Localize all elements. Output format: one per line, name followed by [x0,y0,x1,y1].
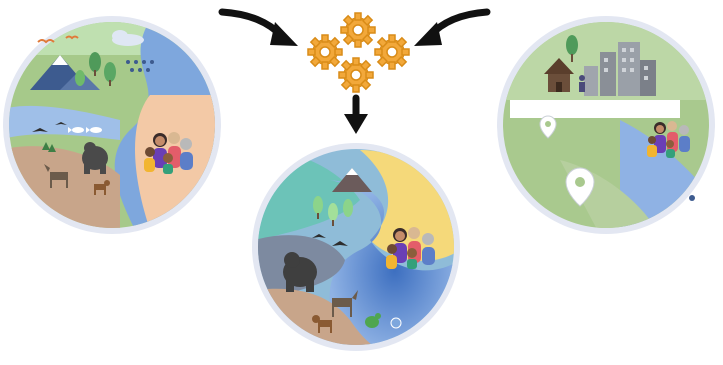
down-arrow-icon [344,94,368,134]
people-group-icon [647,121,690,158]
house-icon [544,58,574,92]
gear-icon [340,12,376,48]
fish-icon [68,127,102,133]
left-ecosystem-circle [3,16,221,234]
person-icon [579,75,585,92]
gorilla-icon [283,252,317,292]
people-group-icon [386,227,435,269]
goat-icon [44,164,68,188]
tree-icon [313,196,353,226]
gear-icon [338,57,374,93]
left-curved-arrow-icon [218,8,298,46]
bird-icon [37,35,79,44]
building-icon [584,42,656,96]
rain-icon [126,60,154,72]
cloud-icon [112,30,144,46]
mountain-icon [332,168,372,192]
right-ecosystem-circle [497,16,715,234]
bird-icon [312,234,348,246]
dog-icon [312,315,332,333]
location-pin-icon [539,115,557,139]
tree-icon [566,35,578,62]
chicken-icon [365,313,381,328]
plant-icon [42,142,56,152]
center-ecosystem-circle [252,143,460,351]
dot-icon [689,195,695,201]
tree-icon [75,52,116,86]
gear-icon [374,34,410,70]
building-windows [604,48,648,80]
gorilla-icon [82,142,108,174]
people-group-icon [144,132,193,174]
gears-icon [307,12,410,93]
right-curved-arrow-icon [414,8,491,46]
bird-icon [32,122,67,132]
gear-icon [307,34,343,70]
goat-icon [332,290,358,317]
location-pin-icon [565,167,595,207]
fish-icon [390,317,402,329]
dog-icon [94,180,110,195]
